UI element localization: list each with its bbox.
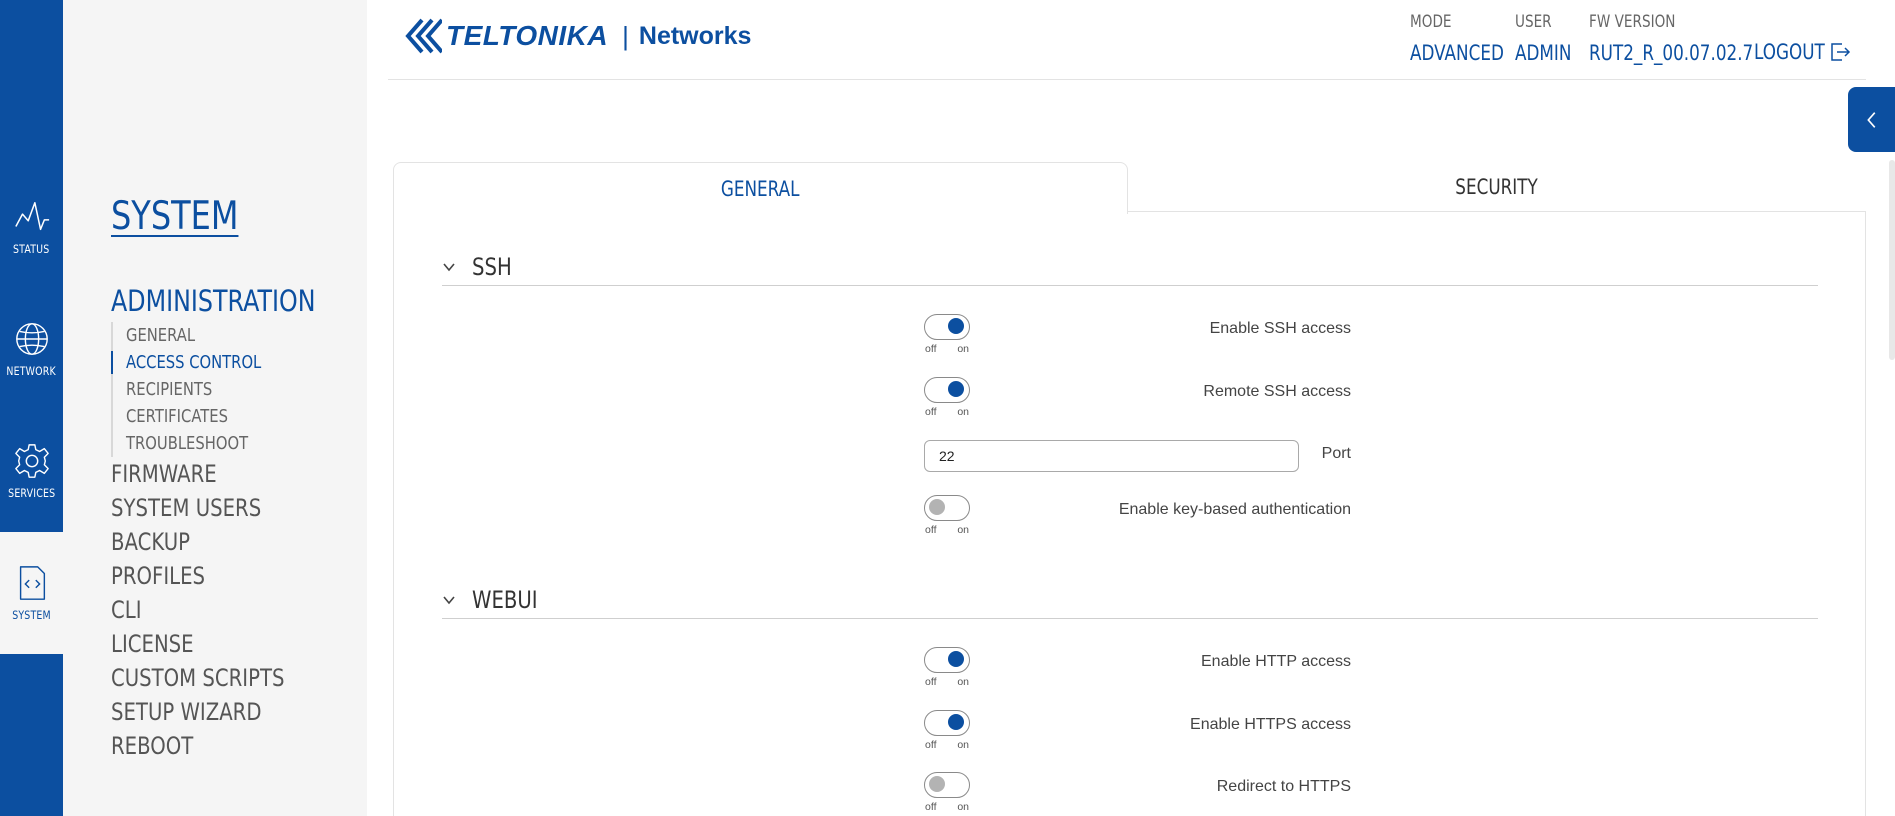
- chevron-down-icon: [443, 595, 455, 604]
- tab-security-label: SECURITY: [1455, 175, 1539, 199]
- webui-section-header[interactable]: WEBUI: [442, 581, 1818, 619]
- page-scrollbar[interactable]: [1889, 160, 1895, 360]
- globe-icon: [15, 323, 48, 355]
- user-value[interactable]: ADMIN: [1515, 41, 1572, 65]
- status-chart-icon: [14, 201, 49, 231]
- logout-icon: [1831, 43, 1851, 61]
- menu-custom-scripts[interactable]: CUSTOM SCRIPTS: [111, 664, 285, 692]
- code-file-icon: [19, 566, 45, 600]
- enable-ssh-label: Enable SSH access: [1209, 320, 1351, 337]
- https-label: Enable HTTPS access: [1190, 716, 1351, 733]
- menu-setup-wizard[interactable]: SETUP WIZARD: [111, 698, 262, 726]
- rail-item-network[interactable]: NETWORK: [0, 288, 63, 410]
- brand-separator: |: [622, 20, 629, 51]
- remote-ssh-label: Remote SSH access: [1203, 383, 1351, 400]
- port-input[interactable]: 22: [924, 440, 1299, 472]
- ssh-section-header[interactable]: SSH: [442, 248, 1818, 286]
- logout-button[interactable]: LOGOUT: [1754, 40, 1852, 64]
- tab-general-label: GENERAL: [721, 176, 800, 201]
- key-auth-label: Enable key-based authentication: [1118, 501, 1351, 518]
- rail-item-status-label: STATUS: [13, 242, 50, 256]
- nav-section-title[interactable]: SYSTEM: [111, 194, 239, 239]
- http-label: Enable HTTP access: [1201, 653, 1351, 670]
- rail-item-services[interactable]: SERVICES: [0, 410, 63, 532]
- menu-reboot[interactable]: REBOOT: [111, 732, 194, 760]
- port-label: Port: [1321, 445, 1351, 462]
- nav-group-administration[interactable]: ADMINISTRATION: [111, 284, 316, 318]
- secondary-nav: SYSTEM ADMINISTRATION GENERAL ACCESS CON…: [63, 0, 367, 816]
- brand-suffix: Networks: [638, 21, 752, 50]
- chevron-left-icon: [1866, 111, 1875, 128]
- tab-security[interactable]: SECURITY: [1128, 162, 1866, 212]
- user-label: USER: [1515, 12, 1552, 32]
- subnav-recipients[interactable]: RECIPIENTS: [126, 379, 213, 400]
- logout-label: LOGOUT: [1754, 40, 1825, 64]
- subnav-troubleshoot[interactable]: TROUBLESHOOT: [126, 433, 249, 454]
- rail-item-system[interactable]: SYSTEM: [0, 532, 63, 654]
- ssh-section-title: SSH: [472, 252, 512, 281]
- rail-item-status[interactable]: STATUS: [0, 166, 63, 288]
- brand-name: TELTONIKA: [446, 20, 609, 51]
- menu-firmware[interactable]: FIRMWARE: [111, 460, 217, 488]
- settings-card: [393, 211, 1866, 816]
- redirect-label: Redirect to HTTPS: [1216, 778, 1351, 795]
- menu-cli[interactable]: CLI: [111, 596, 142, 624]
- mode-label: MODE: [1410, 12, 1452, 32]
- subnav-certificates[interactable]: CERTIFICATES: [126, 406, 229, 427]
- subnav-general[interactable]: GENERAL: [126, 325, 196, 346]
- administration-subnav: GENERAL ACCESS CONTROL RECIPIENTS CERTIF…: [111, 322, 291, 457]
- row-port: Port 22: [442, 440, 1818, 485]
- top-header: TELTONIKA | Networks MODE ADVANCED USER …: [388, 0, 1866, 80]
- fw-label: FW VERSION: [1589, 12, 1676, 32]
- menu-backup[interactable]: BACKUP: [111, 528, 191, 556]
- rail-item-system-label: SYSTEM: [12, 608, 51, 622]
- rail-item-services-label: SERVICES: [7, 486, 56, 500]
- mode-info: MODE ADVANCED: [1410, 12, 1527, 65]
- menu-system-users[interactable]: SYSTEM USERS: [111, 494, 262, 522]
- main-rail: STATUS NETWORK SERVICES SYSTEM: [0, 0, 63, 816]
- menu-profiles[interactable]: PROFILES: [111, 562, 206, 590]
- rail-item-network-label: NETWORK: [6, 364, 57, 378]
- side-panel-toggle[interactable]: [1848, 87, 1895, 152]
- user-info: USER ADMIN: [1515, 12, 1586, 65]
- menu-license[interactable]: LICENSE: [111, 630, 194, 658]
- system-menu: FIRMWARE SYSTEM USERS BACKUP PROFILES CL…: [111, 457, 323, 763]
- tab-general[interactable]: GENERAL: [393, 162, 1128, 214]
- gear-icon: [14, 444, 49, 478]
- mode-value[interactable]: ADVANCED: [1410, 41, 1504, 65]
- chevron-down-icon: [443, 262, 455, 271]
- fw-info: FW VERSION RUT2_R_00.07.02.7: [1589, 12, 1794, 65]
- fw-value[interactable]: RUT2_R_00.07.02.7: [1589, 41, 1754, 65]
- webui-section-title: WEBUI: [472, 585, 538, 614]
- teltonika-chevrons-icon: [405, 18, 442, 54]
- teltonika-logo[interactable]: TELTONIKA | Networks: [402, 16, 751, 56]
- subnav-access-control[interactable]: ACCESS CONTROL: [111, 349, 291, 376]
